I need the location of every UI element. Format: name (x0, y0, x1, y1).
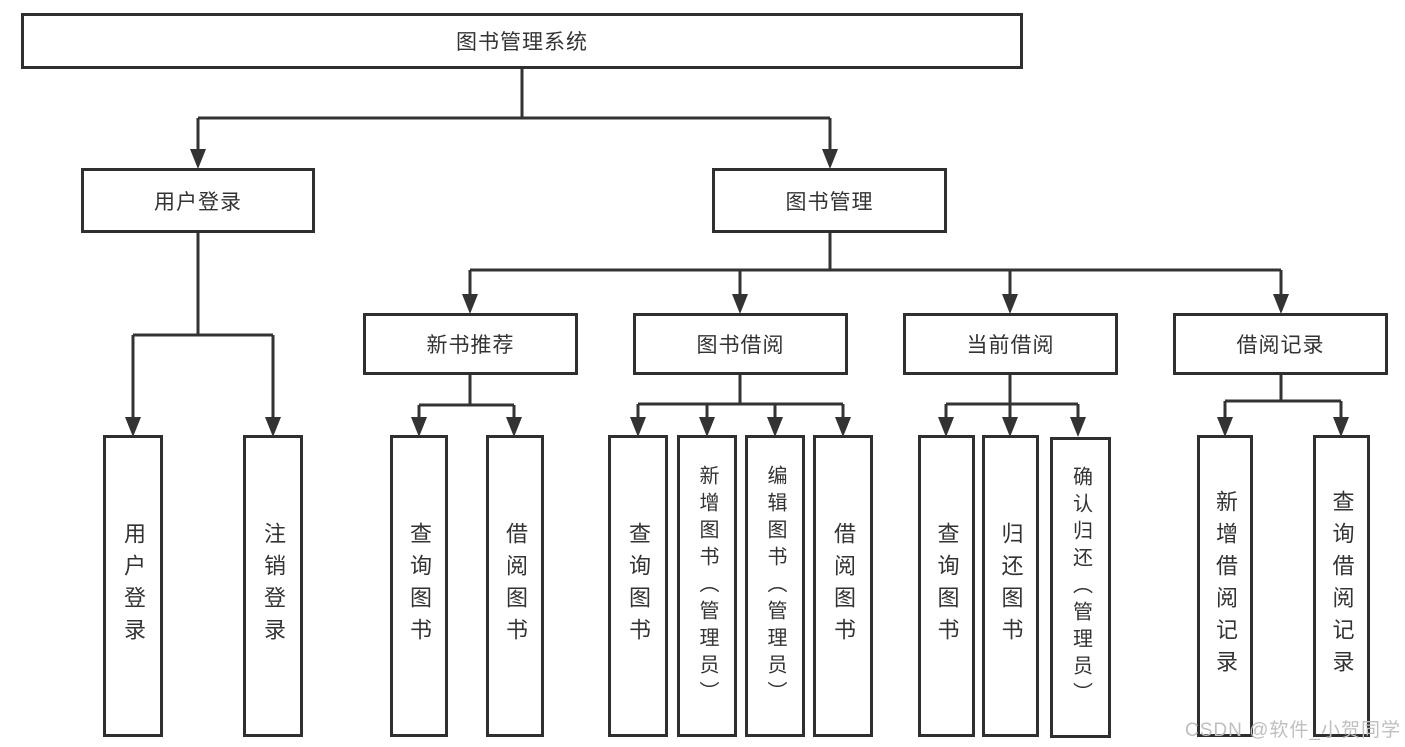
leaf-query-books-borrowing: 查询图书 (608, 435, 668, 737)
leaf-edit-books-admin: 编辑图书（管理员） (745, 435, 805, 737)
connector-newbook-to-leaves (417, 375, 516, 418)
connector-paths (131, 69, 1343, 418)
leaf-query-borrow-record-label: 查询借阅记录 (1329, 490, 1355, 682)
leaf-borrow-books-recommend-label: 借阅图书 (503, 522, 528, 650)
leaf-query-books-current-label: 查询图书 (934, 522, 960, 650)
arrowhead (1002, 294, 1018, 314)
arrowhead (1217, 417, 1233, 437)
leaf-logout: 注销登录 (243, 435, 303, 737)
leaf-add-borrow-record: 新增借阅记录 (1197, 435, 1253, 737)
csdn-watermark: CSDN @软件_小贺同学 (1185, 720, 1401, 741)
leaf-logout-label: 注销登录 (261, 522, 286, 650)
leaf-query-books-borrowing-label: 查询图书 (626, 522, 651, 650)
arrowheads (125, 149, 1349, 437)
leaf-return-books: 归还图书 (982, 435, 1039, 737)
leaf-query-books-recommend: 查询图书 (390, 435, 448, 737)
leaf-edit-books-admin-label: 编辑图书（管理员） (764, 464, 786, 708)
leaf-borrow-books: 借阅图书 (813, 435, 873, 737)
leaf-confirm-return-admin: 确认归还（管理员） (1050, 437, 1111, 738)
node-new-book-recommend: 新书推荐 (363, 313, 578, 375)
arrowhead (411, 417, 427, 437)
arrowhead (630, 417, 646, 437)
arrowhead (938, 417, 954, 437)
arrowhead (1273, 294, 1289, 314)
arrowhead (506, 417, 522, 437)
arrowhead (1070, 417, 1086, 437)
node-library-system: 图书管理系统 (21, 13, 1023, 69)
arrowhead (190, 149, 206, 169)
arrowhead (732, 294, 748, 314)
leaf-add-books-admin-label: 新增图书（管理员） (696, 464, 718, 708)
leaf-query-borrow-record: 查询借阅记录 (1313, 435, 1370, 737)
arrowhead (125, 417, 141, 437)
node-book-management: 图书管理 (712, 168, 947, 233)
node-book-borrowing-label: 图书借阅 (696, 334, 785, 357)
leaf-return-books-label: 归还图书 (998, 522, 1024, 650)
connector-bookmgmt-to-level3 (468, 233, 1283, 295)
connector-records-to-leaves (1223, 375, 1343, 418)
connector-bookborrow-to-leaves (636, 375, 845, 418)
connector-root-to-level2 (196, 69, 832, 150)
arrowhead (699, 417, 715, 437)
arrowhead (835, 417, 851, 437)
leaf-query-books-recommend-label: 查询图书 (407, 522, 432, 650)
node-current-borrowing-label: 当前借阅 (966, 334, 1055, 357)
node-user-login: 用户登录 (81, 168, 315, 233)
leaf-query-books-current: 查询图书 (918, 435, 975, 737)
arrowhead (767, 417, 783, 437)
node-borrowing-records: 借阅记录 (1173, 313, 1388, 375)
node-new-book-recommend-label: 新书推荐 (426, 334, 515, 357)
leaf-add-books-admin: 新增图书（管理员） (677, 435, 737, 737)
leaf-user-login-label: 用户登录 (121, 522, 146, 650)
node-current-borrowing: 当前借阅 (903, 313, 1118, 375)
arrowhead (822, 149, 838, 169)
leaf-borrow-books-label: 借阅图书 (831, 522, 856, 650)
leaf-confirm-return-admin-label: 确认归还（管理员） (1069, 466, 1092, 709)
node-borrowing-records-label: 借阅记录 (1236, 334, 1325, 357)
leaf-user-login: 用户登录 (103, 435, 163, 737)
leaf-add-borrow-record-label: 新增借阅记录 (1213, 490, 1238, 682)
arrowhead (265, 417, 281, 437)
node-library-system-label: 图书管理系统 (456, 31, 588, 54)
arrowhead (1002, 417, 1018, 437)
leaf-borrow-books-recommend: 借阅图书 (486, 435, 544, 737)
connector-currentborrow-to-leaves (944, 375, 1080, 418)
node-book-management-label: 图书管理 (785, 190, 874, 214)
arrowhead (1333, 417, 1349, 437)
arrowhead (462, 294, 478, 314)
node-book-borrowing: 图书借阅 (633, 313, 848, 375)
connector-userlogin-to-leaves (131, 233, 275, 418)
node-user-login-label: 用户登录 (154, 190, 242, 214)
